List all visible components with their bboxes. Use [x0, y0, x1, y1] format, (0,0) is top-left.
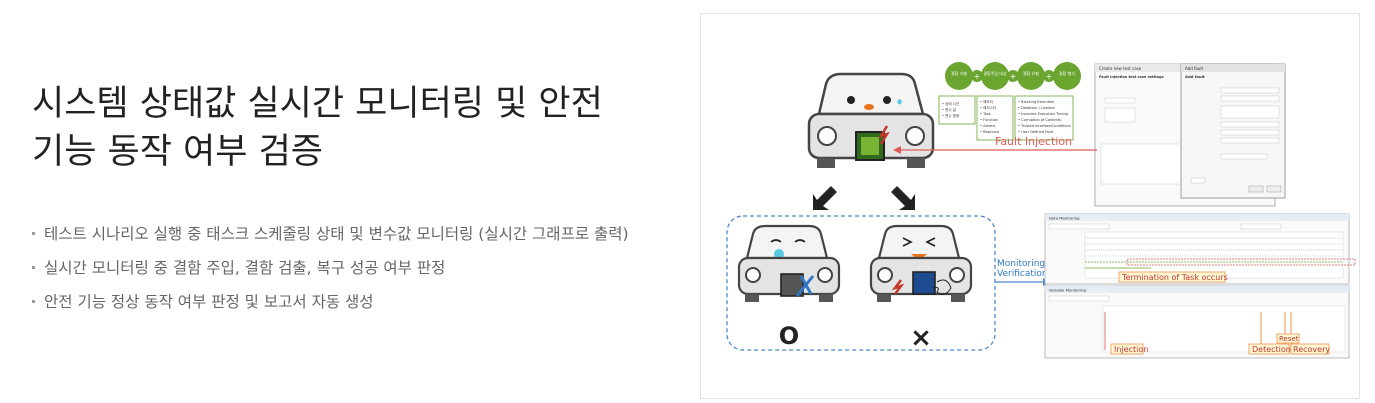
monitoring-label: Monitoring & [997, 259, 1055, 269]
text-section: 시스템 상태값 실시간 모니터링 및 안전 기능 동작 여부 검증 테스트 시나… [32, 80, 632, 322]
recovered-car-illustration: O [737, 224, 841, 350]
fault-type-item: • Trusted Interface/Conditions [1018, 124, 1071, 128]
fault-type-item: • Deadlock / Livelock [1018, 106, 1056, 110]
feature-item: 안전 기능 정상 동작 여부 판정 및 보고서 자동 생성 [32, 288, 632, 316]
fault-type-item: • Blocking Execution [1018, 100, 1054, 104]
data-monitoring-window: Data Monitoring Termination of Task occu… [1044, 213, 1356, 285]
feature-item: 실시간 모니터링 중 결함 주입, 결함 검출, 복구 성공 여부 판정 [32, 254, 632, 282]
injection-label: Injection [1114, 345, 1148, 354]
target-type-item: • Task [980, 112, 992, 116]
fault-injection-label: Fault Injection [995, 135, 1072, 148]
variable-monitoring-window: Variable Monitoring Injection Detection … [1044, 285, 1350, 359]
pass-mark: O [779, 322, 799, 350]
dialog-title: Create new test case [1099, 66, 1142, 71]
verification-diagram: 결함 식별 + 결함주입 대상 + 결함 유형 + 결함 형식 • 상태 시간 … [726, 62, 1356, 359]
flow-step: 결함 식별 [951, 70, 967, 76]
fail-mark: × [910, 323, 932, 353]
svg-text:+: + [1010, 72, 1017, 81]
target-type-item: • Function [980, 118, 998, 122]
result-group [726, 215, 996, 351]
flow-step: 결함 유형 [1023, 70, 1039, 76]
termination-label: Termination of Task occurs [1121, 273, 1228, 282]
dialog-subtitle: Fault injection test case settings [1099, 75, 1164, 79]
svg-text:+: + [1046, 72, 1053, 81]
target-list-item: • 상태 시간 [942, 101, 960, 106]
target-list-item: • 변수 값 [942, 107, 957, 112]
dialog-subtitle: Add fault [1185, 74, 1205, 79]
target-type-item: • Alarms [980, 124, 995, 128]
window-title: Data Monitoring [1049, 216, 1080, 221]
svg-text:+: + [974, 72, 981, 81]
fault-type-item: • Corruption of Contents [1018, 118, 1061, 122]
verification-label: Verification [997, 269, 1048, 279]
detection-label: Detection [1252, 345, 1291, 354]
target-list-item: • 변수 범위 [942, 113, 959, 118]
fault-dialog-screenshot: Create new test case Fault injection tes… [1094, 63, 1286, 207]
fault-type-item: • Incorrect Execution Timing [1018, 112, 1068, 116]
arrow-down-left-icon [813, 186, 837, 210]
failed-car-illustration: × [869, 224, 973, 353]
top-car-illustration [807, 72, 935, 168]
recovery-label: Recovery [1293, 345, 1330, 354]
flow-step: 결함주입 대상 [983, 70, 1007, 76]
target-type-item: • Resource [980, 130, 999, 134]
target-type-item: • 메모리 [980, 99, 993, 104]
feature-list: 테스트 시나리오 실행 중 태스크 스케줄링 상태 및 변수값 모니터링 (실시… [32, 220, 632, 316]
window-title: Variable Monitoring [1049, 288, 1086, 293]
diagram-panel: 결함 식별 + 결함주입 대상 + 결함 유형 + 결함 형식 • 상태 시간 … [700, 13, 1360, 399]
page-title: 시스템 상태값 실시간 모니터링 및 안전 기능 동작 여부 검증 [32, 84, 603, 172]
flow-step: 결함 형식 [1059, 70, 1075, 76]
fault-type-item: • User Defined Fault [1018, 130, 1054, 134]
reset-label: Reset [1279, 335, 1299, 343]
dialog-title: Add fault [1185, 66, 1204, 71]
arrow-down-right-icon [891, 186, 915, 210]
feature-item: 테스트 시나리오 실행 중 태스크 스케줄링 상태 및 변수값 모니터링 (실시… [32, 220, 632, 248]
target-type-item: • 레지스터 [980, 105, 996, 110]
fault-injection-arrow: Fault Injection [893, 135, 1097, 154]
fault-flow: 결함 식별 + 결함주입 대상 + 결함 유형 + 결함 형식 • 상태 시간 … [938, 62, 1081, 141]
